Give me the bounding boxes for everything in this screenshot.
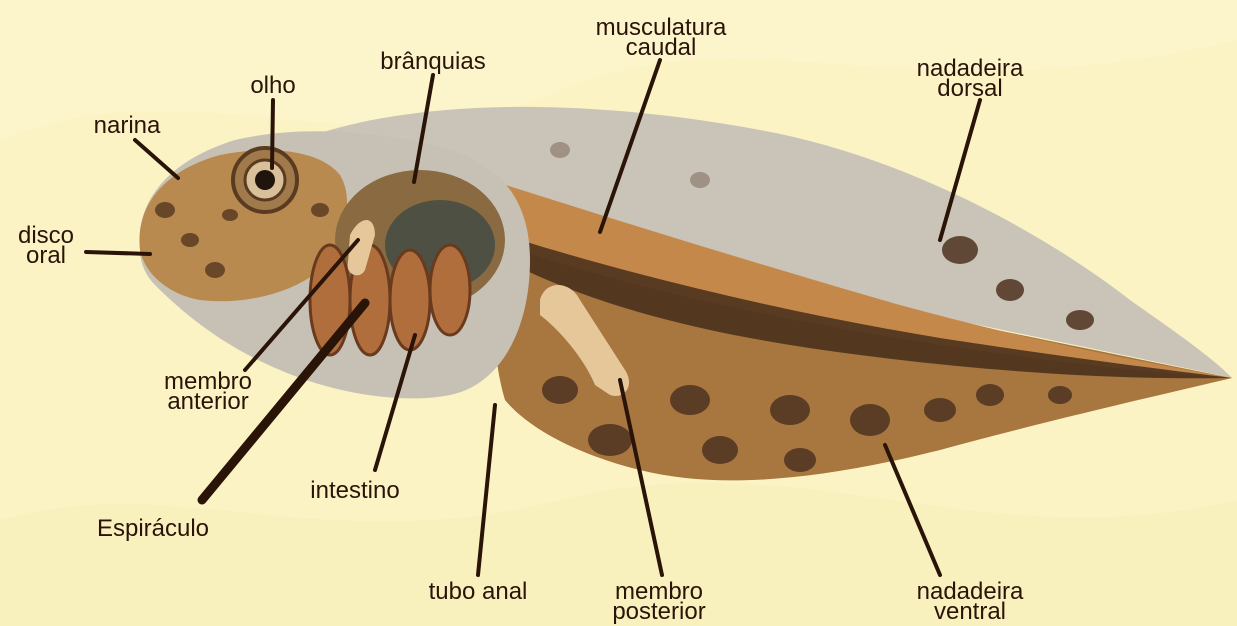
label-tubo-anal: tubo anal <box>429 582 528 602</box>
label-narina: narina <box>94 116 161 136</box>
eye-pupil <box>255 170 275 190</box>
label-nadadeira-dorsal: nadadeiradorsal <box>917 59 1024 99</box>
label-intestino: intestino <box>310 481 399 501</box>
label-nadadeira-ventral: nadadeiraventral <box>917 582 1024 622</box>
label-olho: olho <box>250 76 295 96</box>
label-disco-oral: discooral <box>18 226 74 266</box>
leader-disco-oral <box>86 252 150 254</box>
label-membro-anterior: membroanterior <box>164 372 252 412</box>
leader-narina <box>135 140 178 178</box>
label-espiraculo: Espiráculo <box>97 519 209 539</box>
label-musculatura-caudal: musculaturacaudal <box>596 18 727 58</box>
label-membro-posterior: membroposterior <box>612 582 705 622</box>
leader-olho <box>272 100 273 168</box>
label-branquias: brânquias <box>380 52 485 72</box>
